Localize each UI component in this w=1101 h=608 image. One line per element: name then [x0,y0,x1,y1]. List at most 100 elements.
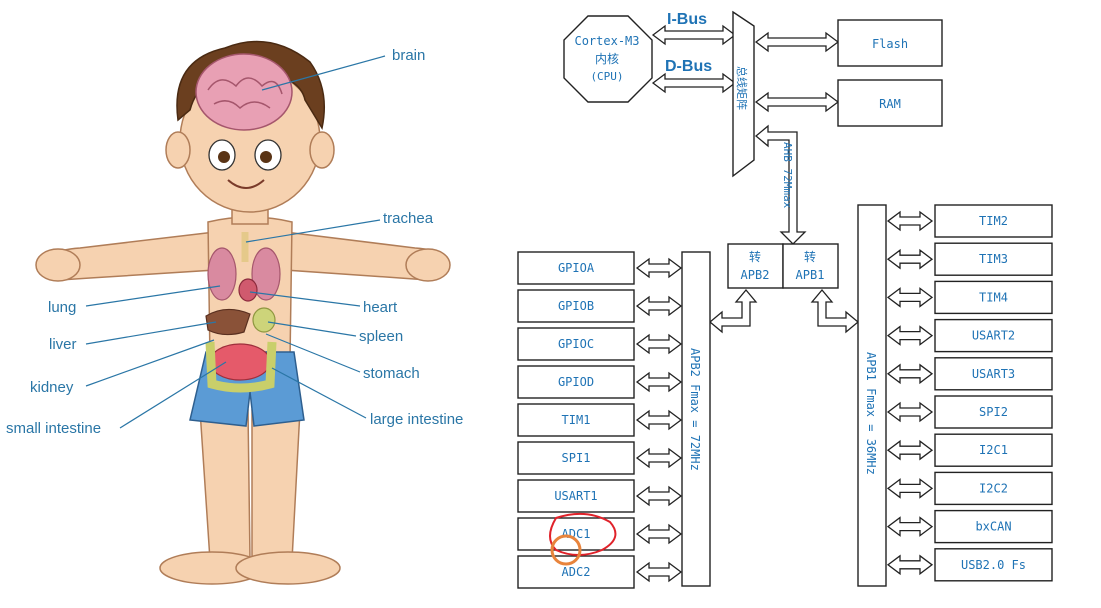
periph-tim1-label: TIM1 [562,413,591,427]
periph-tim2-label: TIM2 [979,214,1008,228]
periph-tim2-arrow [886,210,934,232]
periph-i2c2 [934,471,1053,506]
label-liver: liver [49,336,77,353]
periph-usb2-0-fs-label: USB2.0 Fs [961,558,1026,572]
left-lung-organ [207,247,237,301]
periph-usart2 [934,318,1053,353]
periph-gpiob [517,289,635,323]
periph-usart3-label: USART3 [972,367,1015,381]
periph-i2c2-arrow [886,478,934,499]
periph-spi2 [934,395,1053,429]
left-hand [35,248,81,282]
periph-gpioc [517,327,635,361]
periph-bxcan-arrow [886,516,934,537]
periph-usart1 [517,479,635,513]
periph-usb2-0-fs [934,548,1053,582]
anatomy-figure: brain trachea lung heart liver spleen ki… [6,40,463,585]
bridge-apb1-line1: 转 [804,249,816,264]
periph-gpiod [517,365,635,399]
bridge-apb1-line2: APB1 [796,268,825,282]
periph-usart1-arrow [635,485,683,507]
ahb-arrow [754,124,807,245]
ram-label: RAM [879,97,901,111]
flash-box [837,19,943,67]
apb2-peripherals: GPIOAGPIOBGPIOCGPIODTIM1SPI1USART1ADC1AD… [517,251,683,589]
left-ear [165,131,191,169]
periph-tim1-arrow [635,409,683,431]
bus-matrix-label: 总线矩阵 [735,66,749,110]
periph-tim3-arrow [886,248,934,270]
periph-gpioc-arrow [635,333,683,355]
cpu-line2: 内核 [595,52,619,66]
periph-usart2-label: USART2 [972,329,1015,343]
label-small-intestine: small intestine [6,420,101,437]
periph-tim4-arrow [886,287,934,308]
label-kidney: kidney [30,379,74,396]
cursor-highlight [550,534,582,566]
label-heart: heart [363,299,398,316]
bridge-apb2-line2: APB2 [741,268,770,282]
periph-gpioa-arrow [635,257,683,279]
periph-gpioa [517,251,635,285]
periph-i2c1-label: I2C1 [979,443,1008,457]
ram-arrow [754,91,840,113]
label-brain: brain [392,47,425,64]
mouth [227,179,265,189]
periph-adc2-arrow [635,561,683,583]
flash-label: Flash [872,37,908,51]
right-ear [309,131,335,169]
periph-gpioc-label: GPIOC [558,337,594,351]
periph-tim4 [934,280,1053,315]
periph-bxcan-label: bxCAN [975,520,1011,534]
periph-bxcan [934,509,1053,544]
bus-matrix [732,10,755,178]
apb2-bus [681,251,711,587]
periph-usart2-arrow [886,325,934,346]
annotation-circle [549,512,617,556]
architecture-diagram: Cortex-M3 内核 (CPU) I-Bus D-Bus 总线矩阵 Flas… [517,10,1053,589]
right-foot [235,551,341,585]
periph-adc1 [517,517,635,551]
periph-spi2-arrow [886,401,934,423]
flash-arrow [754,31,840,53]
periph-gpioa-label: GPIOA [558,261,595,275]
periph-spi1-arrow [635,447,683,469]
periph-tim4-label: TIM4 [979,290,1008,304]
apb2-bridge-arrow [708,288,758,334]
cpu-octagon [563,15,653,103]
label-trachea: trachea [383,210,434,227]
periph-usb2-0-fs-arrow [886,554,934,576]
periph-gpiod-arrow [635,371,683,393]
periph-i2c1-arrow [886,439,934,461]
stomach-organ [252,307,276,333]
periph-gpiob-arrow [635,295,683,317]
liver-organ [205,308,251,336]
periph-tim3-label: TIM3 [979,252,1008,266]
bridge-apb1 [782,243,839,289]
label-stomach: stomach [363,365,420,382]
brain-organ [195,53,293,131]
heart-organ [238,278,258,302]
ibus-label: I-Bus [667,11,707,28]
periph-i2c2-label: I2C2 [979,481,1008,495]
right-hand [405,248,451,282]
periph-spi1 [517,441,635,475]
label-large-intestine: large intestine [370,411,463,428]
periph-spi1-label: SPI1 [562,451,591,465]
cpu-line1: Cortex-M3 [574,34,639,48]
apb1-bus-label: APB1 Fmax = 36MHz [864,352,878,475]
periph-tim3 [934,242,1053,276]
apb2-bus-label: APB2 Fmax = 72MHz [688,348,702,471]
dbus-label: D-Bus [665,58,712,75]
periph-gpiob-label: GPIOB [558,299,594,313]
periph-usart3-arrow [886,363,934,385]
right-lung-organ [251,247,281,301]
ahb-label: AHB 72Mmax [781,142,794,209]
right-leg [251,409,301,561]
periph-tim2 [934,204,1053,238]
bridge-apb2-line1: 转 [749,249,761,264]
periph-spi2-label: SPI2 [979,405,1008,419]
apb1-bus [857,204,887,587]
periph-tim1 [517,403,635,437]
